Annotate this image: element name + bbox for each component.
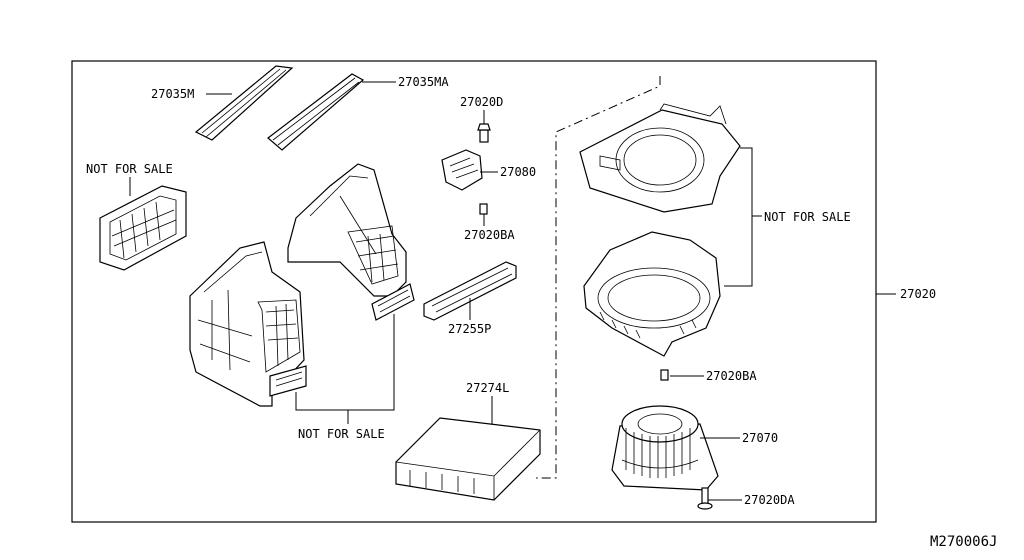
- leader-not-for-sale-bottom: [295, 314, 395, 411]
- filter-27255p: [423, 261, 517, 321]
- resistor-27080: [441, 149, 483, 191]
- intake-housing: [287, 163, 415, 321]
- blower-lower-case: [583, 231, 721, 357]
- callout-27035ma: 27035MA: [398, 75, 449, 89]
- blower-upper-case: [579, 103, 741, 213]
- clip-27020ba-lower: [660, 369, 669, 381]
- callout-not-for-sale-left: NOT FOR SALE: [86, 162, 173, 176]
- callout-27020d: 27020D: [460, 95, 503, 109]
- callout-not-for-sale-right: NOT FOR SALE: [764, 210, 851, 224]
- screw-27020da: [697, 487, 713, 510]
- filter-door-part: [99, 185, 187, 271]
- callout-27070: 27070: [742, 431, 778, 445]
- callout-27255p: 27255P: [448, 322, 491, 336]
- seal-strip-27035m: [194, 65, 294, 141]
- callout-27274l: 27274L: [466, 381, 509, 395]
- callout-27020ba-lower: 27020BA: [706, 369, 757, 383]
- clip-27020ba-upper: [479, 203, 488, 215]
- callout-27020: 27020: [900, 287, 936, 301]
- assembly-frame: [71, 60, 877, 523]
- callout-not-for-sale-bottom: NOT FOR SALE: [298, 427, 385, 441]
- diagram-code: M270006J: [930, 534, 997, 550]
- callout-27035m: 27035M: [151, 87, 194, 101]
- leader-not-for-sale-right: [724, 147, 753, 287]
- callout-27020da: 27020DA: [744, 493, 795, 507]
- seal-strip-27035ma: [267, 73, 365, 151]
- blower-motor-27070: [611, 405, 719, 491]
- screw-27020d: [477, 123, 491, 143]
- callout-27080: 27080: [500, 165, 536, 179]
- blower-assembly-boundary: [536, 76, 661, 479]
- cabin-filter-27274l: [395, 417, 541, 501]
- callout-27020ba-upper: 27020BA: [464, 228, 515, 242]
- heater-unit-housing: [189, 241, 307, 407]
